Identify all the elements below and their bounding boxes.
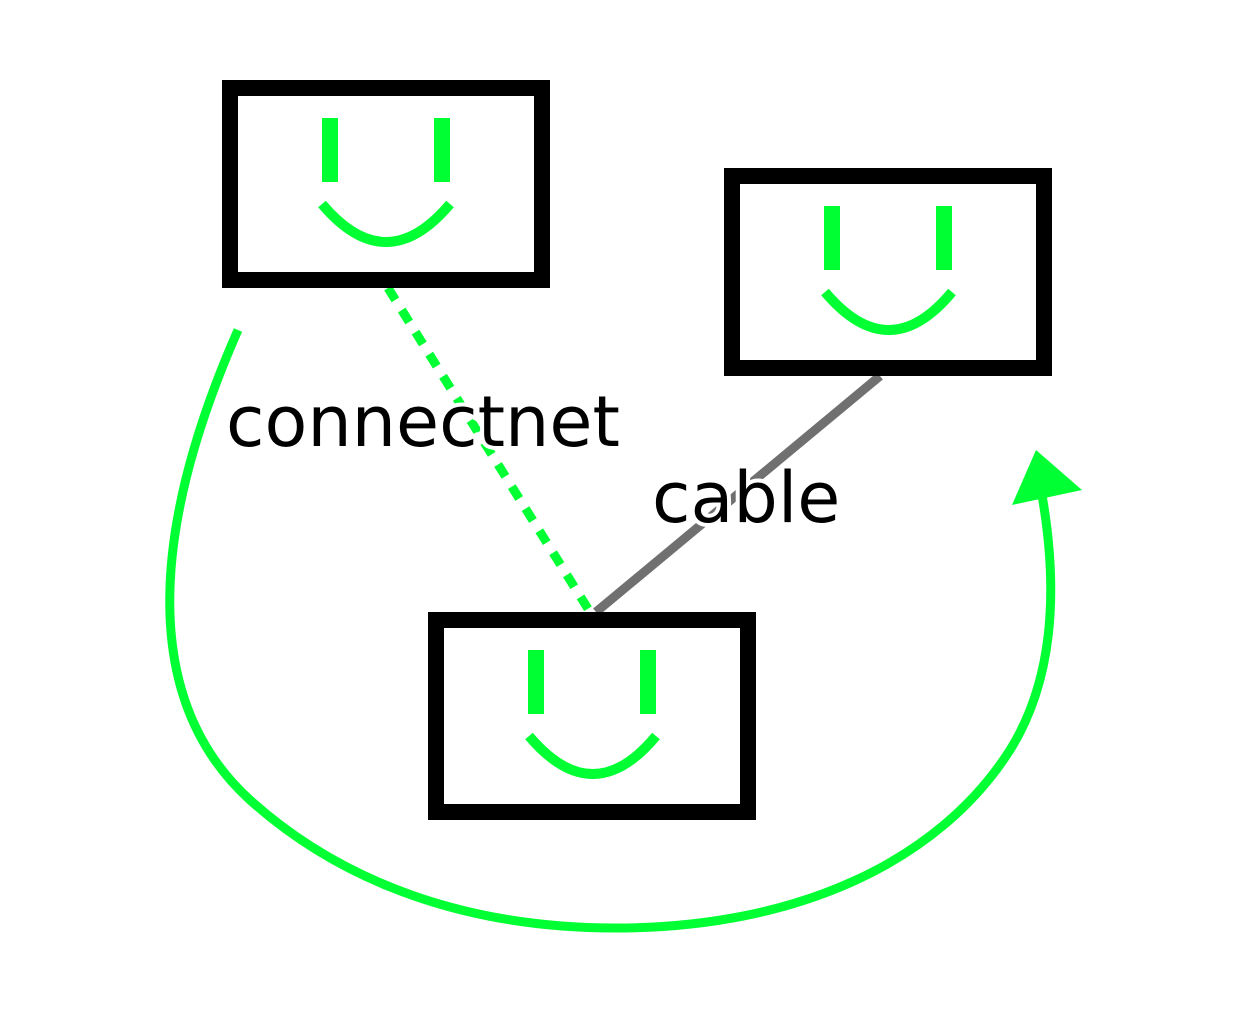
connectnet-label: connectnet xyxy=(226,381,620,463)
node-top-left[interactable] xyxy=(222,80,550,288)
node-bottom[interactable] xyxy=(428,612,756,820)
smiley-icon xyxy=(821,206,956,335)
smiley-icon xyxy=(525,650,660,779)
cable-label: cable xyxy=(652,457,840,539)
smiley-icon xyxy=(318,118,454,247)
node-right[interactable] xyxy=(724,168,1052,376)
cable-edge xyxy=(593,372,883,616)
arrowhead-icon xyxy=(1012,450,1082,505)
connectnet-edge xyxy=(384,285,594,615)
loop-arrow-edge xyxy=(165,328,1056,933)
